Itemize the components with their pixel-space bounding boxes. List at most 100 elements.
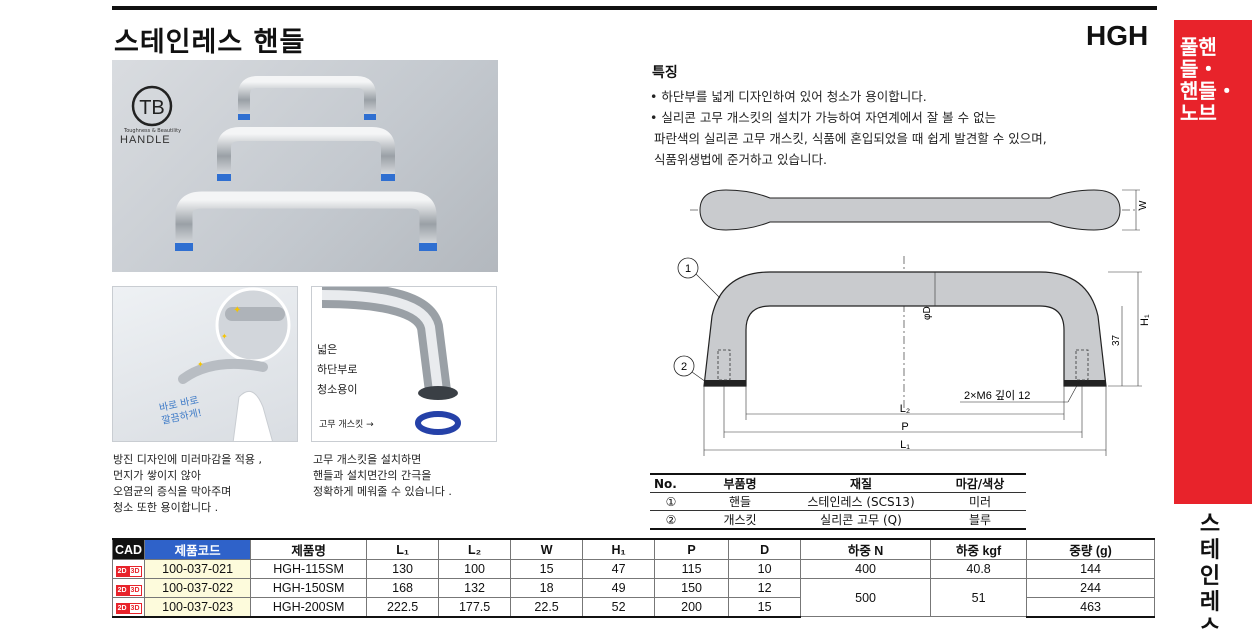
caption-cleaning: 방진 디자인에 미러마감을 적용 , 먼지가 쌓이지 않아 오염균의 증식을 막…: [113, 452, 262, 516]
caption-line: 먼지가 쌓이지 않아: [113, 469, 201, 482]
spec-cell: 12: [728, 578, 802, 598]
spec-cell: 15: [728, 597, 802, 618]
cad-3d-icon[interactable]: 3D: [128, 584, 142, 596]
feature-line: • 실리콘 고무 개스킷의 설치가 가능하여 자연계에서 잘 볼 수 없는: [650, 110, 997, 125]
feature-line: 식품위생법에 준거하고 있습니다.: [654, 152, 827, 167]
parts-header: 재질: [788, 473, 934, 493]
spec-cell-load-n: 500: [800, 578, 932, 617]
caption-line: 고무 개스킷을 설치하면: [313, 453, 422, 466]
spec-header-row: CAD 제품코드 제품명 L₁ L₂ W H₁ P D 하중 N 하중 kgf …: [111, 538, 1156, 560]
logo-mark: TB: [139, 97, 165, 119]
side-tab-char: 레: [1199, 590, 1221, 615]
parts-header: 마감/색상: [934, 473, 1026, 493]
spec-header: 제품명: [250, 538, 368, 560]
product-code: 100-037-023: [144, 597, 252, 618]
cad-2d-icon[interactable]: 2D: [115, 603, 129, 615]
callout-2: 2: [681, 361, 687, 373]
product-code: 100-037-021: [144, 559, 252, 579]
spec-header-code: 제품코드: [144, 538, 252, 560]
spec-cell-weight: 463: [1026, 597, 1156, 618]
svg-text:✦: ✦: [197, 360, 204, 369]
gasket-note: 넓은 하단부로 청소용이: [317, 340, 357, 400]
page-title: 스테인레스 핸들: [114, 27, 306, 58]
spec-cell: 168: [366, 578, 440, 598]
spec-cell-load-kgf: 40.8: [930, 559, 1028, 579]
top-rule: [112, 6, 1157, 10]
tb-logo-icon: TB: [131, 85, 173, 127]
cleaning-illustration: ✦ ✦ ✦: [178, 287, 291, 441]
side-tab-black-label: 스 테 인 레 스: [1190, 512, 1230, 632]
product-photo: [112, 60, 498, 272]
spec-cell: 130: [366, 559, 440, 579]
side-tab-char: 테: [1199, 538, 1221, 563]
spec-header: 하중 N: [800, 538, 932, 560]
spec-header: L₁: [366, 538, 440, 560]
svg-text:✦: ✦: [233, 305, 241, 316]
feature-line: • 하단부를 넓게 디자인하여 있어 청소가 용이합니다.: [650, 89, 927, 104]
caption-line: 방진 디자인에 미러마감을 적용 ,: [113, 453, 263, 466]
dim-phid: φD: [922, 306, 933, 320]
table-row: ① 핸들 스테인레스 (SCS13) 미러: [650, 492, 1026, 511]
gasket-note-line: 청소용이: [317, 383, 358, 396]
cleaning-photo: ✦ ✦ ✦: [112, 286, 298, 442]
spec-cell: 52: [582, 597, 656, 618]
gasket-label: 고무 개스킷 →: [319, 420, 374, 430]
spec-cell: 177.5: [438, 597, 512, 618]
side-tab-line: 풀핸들・: [1180, 35, 1219, 81]
handles-illustration: [175, 76, 437, 251]
spec-cell: 10: [728, 559, 802, 579]
spec-cell-weight: 244: [1026, 578, 1156, 598]
cad-2d-icon[interactable]: 2D: [115, 565, 129, 577]
spec-table: CAD 제품코드 제품명 L₁ L₂ W H₁ P D 하중 N 하중 kgf …: [111, 538, 1156, 618]
side-tab-red-label: 풀핸들・ 핸들・노브: [1180, 36, 1246, 124]
logo-word: HANDLE: [120, 134, 171, 146]
spec-header: 중량 (g): [1026, 538, 1156, 560]
dim-p: P: [901, 421, 908, 433]
svg-text:✦: ✦: [221, 332, 228, 341]
parts-cell: 블루: [934, 510, 1026, 530]
side-tab-red[interactable]: [1174, 20, 1252, 504]
caption-line: 핸들과 설치면간의 간극을: [313, 469, 432, 482]
parts-cell: 실리콘 고무 (Q): [788, 510, 934, 530]
caption-line: 청소 또한 용이합니다 .: [113, 501, 219, 514]
spec-header: L₂: [438, 538, 512, 560]
brand-logo: TB Toughness & Beautility HANDLE: [120, 84, 181, 146]
callout-1: 1: [685, 263, 691, 275]
spec-cell: 100: [438, 559, 512, 579]
spec-cell-weight: 144: [1026, 559, 1156, 579]
spec-header-cad: CAD: [111, 538, 146, 560]
side-tab-char: 인: [1199, 564, 1221, 589]
parts-header: 부품명: [692, 473, 788, 493]
thread-spec: 2×M6 깊이 12: [964, 389, 1030, 402]
spec-header: W: [510, 538, 584, 560]
cad-3d-icon[interactable]: 3D: [128, 565, 142, 577]
spec-cell-load-n: 400: [800, 559, 932, 579]
product-name: HGH-150SM: [250, 578, 368, 598]
cad-3d-icon[interactable]: 3D: [128, 603, 142, 615]
dim-h1: H₁: [1139, 314, 1151, 326]
spec-cell: 200: [654, 597, 730, 618]
features-title: 특징: [652, 65, 678, 81]
caption-gasket: 고무 개스킷을 설치하면 핸들과 설치면간의 간극을 정확하게 메워줄 수 있습…: [313, 452, 452, 500]
feature-line: 파란색의 실리콘 고무 개스킷, 식품에 혼입되었을 때 쉽게 발견할 수 있으…: [654, 131, 1047, 146]
spec-cell: 115: [654, 559, 730, 579]
dim-l2: L₂: [900, 403, 910, 415]
spec-cell: 15: [510, 559, 584, 579]
caption-line: 오염균의 증식을 막아주며: [113, 485, 232, 498]
technical-drawing: W φD H₁ 37 1 2 2×M6 깊이 12 L₂ P L₁: [673, 189, 1151, 456]
model-code: HGH: [1086, 20, 1149, 51]
spec-cell: 49: [582, 578, 656, 598]
spec-cell: 18: [510, 578, 584, 598]
cad-2d-icon[interactable]: 2D: [115, 584, 129, 596]
gasket-note-line: 넓은: [317, 343, 338, 356]
table-row: ② 개스킷 실리콘 고무 (Q) 블루: [650, 510, 1026, 530]
product-name: HGH-115SM: [250, 559, 368, 579]
side-tab-char: 스: [1199, 512, 1221, 537]
logo-tagline: Toughness & Beautility: [124, 128, 182, 134]
spec-cell: 132: [438, 578, 512, 598]
